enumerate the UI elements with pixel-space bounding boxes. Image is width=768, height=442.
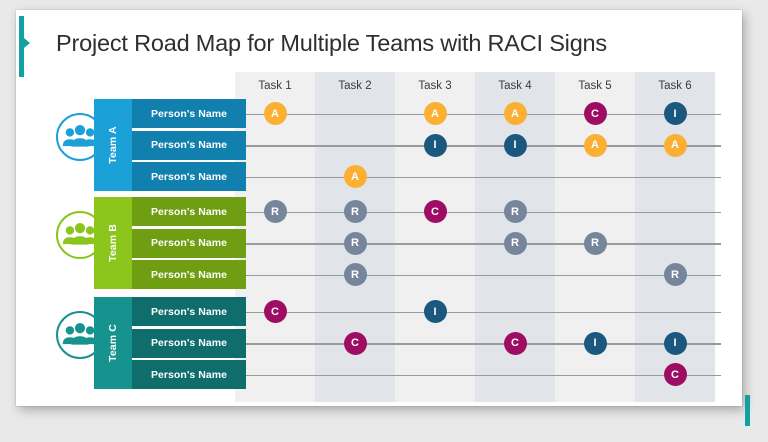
raci-marker-i[interactable]: I [663, 102, 687, 125]
team-name-label: Team B [107, 224, 119, 262]
raci-marker-a[interactable]: A [343, 165, 367, 188]
task-column-header: Task 4 [498, 80, 532, 92]
raci-marker-i[interactable]: I [583, 331, 607, 355]
team-name-label: Team A [107, 126, 119, 164]
person-name-label: Person's Name [150, 268, 228, 281]
person-name-label: Person's Name [150, 107, 228, 120]
raci-marker-a[interactable]: A [663, 133, 687, 157]
person-row[interactable]: Person's Name [132, 260, 246, 289]
raci-marker-r[interactable]: R [503, 200, 527, 223]
raci-marker-c[interactable]: C [423, 200, 447, 223]
raci-marker-i[interactable]: I [663, 331, 687, 355]
raci-marker-a[interactable]: A [503, 102, 527, 125]
accent-arrow-icon [24, 38, 30, 48]
person-row[interactable]: Person's Name [132, 360, 246, 389]
team-name-label: Team C [107, 324, 119, 362]
task-grid: Task 1 Task 2 Task 3 Task 4 Task 5 Task 6 [235, 72, 715, 402]
raci-marker-r[interactable]: R [583, 231, 607, 255]
raci-marker-a[interactable]: A [263, 102, 287, 125]
team-name-band: Team C [94, 297, 132, 389]
raci-marker-r[interactable]: R [343, 231, 367, 255]
person-row[interactable]: Person's Name [132, 328, 246, 358]
person-row[interactable]: Person's Name [132, 130, 246, 160]
person-name-label: Person's Name [150, 337, 228, 349]
team-name-band: Team A [94, 99, 132, 191]
raci-marker-c[interactable]: C [343, 331, 367, 355]
person-row[interactable]: Person's Name [132, 197, 246, 226]
raci-marker-a[interactable]: A [583, 133, 607, 157]
accent-bar-right [745, 395, 750, 426]
task-column-header: Task 1 [258, 80, 292, 92]
raci-marker-i[interactable]: I [503, 133, 527, 157]
person-row[interactable]: Person's Name [132, 99, 246, 128]
person-row[interactable]: Person's Name [132, 297, 246, 326]
person-name-label: Person's Name [150, 205, 228, 218]
task-column-3[interactable]: Task 3 [395, 72, 475, 402]
task-column-header: Task 6 [658, 80, 692, 92]
page-title: Project Road Map for Multiple Teams with… [56, 30, 607, 56]
raci-marker-r[interactable]: R [263, 200, 287, 223]
raci-marker-c[interactable]: C [663, 363, 687, 386]
person-name-label: Person's Name [150, 170, 228, 183]
accent-bar-left [19, 16, 24, 77]
person-row[interactable]: Person's Name [132, 162, 246, 191]
person-name-label: Person's Name [150, 237, 228, 249]
task-column-header: Task 2 [338, 80, 372, 92]
raci-marker-i[interactable]: I [423, 300, 447, 323]
person-name-label: Person's Name [150, 305, 228, 318]
raci-marker-r[interactable]: R [343, 200, 367, 223]
person-name-label: Person's Name [150, 139, 228, 151]
person-name-label: Person's Name [150, 368, 228, 381]
raci-marker-c[interactable]: C [583, 102, 607, 125]
raci-marker-r[interactable]: R [663, 263, 687, 286]
raci-marker-i[interactable]: I [423, 133, 447, 157]
raci-marker-r[interactable]: R [503, 231, 527, 255]
raci-marker-c[interactable]: C [263, 300, 287, 323]
raci-marker-a[interactable]: A [423, 102, 447, 125]
raci-marker-r[interactable]: R [343, 263, 367, 286]
slide: Project Road Map for Multiple Teams with… [16, 10, 750, 426]
person-row[interactable]: Person's Name [132, 228, 246, 258]
task-column-1[interactable]: Task 1 [235, 72, 315, 402]
team-name-band: Team B [94, 197, 132, 289]
task-column-header: Task 5 [578, 80, 612, 92]
task-column-header: Task 3 [418, 80, 452, 92]
raci-marker-c[interactable]: C [503, 331, 527, 355]
